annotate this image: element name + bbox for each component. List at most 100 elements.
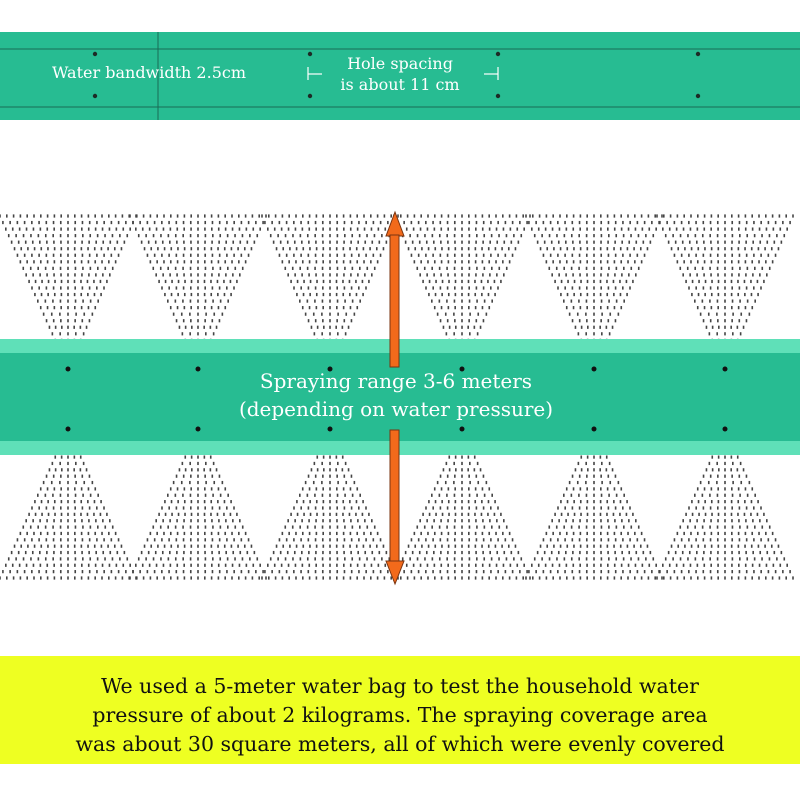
droplet [184,468,187,472]
droplet [699,312,702,316]
droplet [329,332,331,336]
droplet [400,576,402,580]
droplet [13,544,16,548]
droplet [716,525,719,529]
droplet [336,576,338,580]
droplet [425,240,428,244]
droplet [87,500,89,504]
droplet [211,550,213,555]
droplet [329,550,331,555]
droplet [373,234,376,238]
droplet [744,576,747,580]
hole-dot [459,426,465,432]
droplet [614,286,617,290]
droplet [468,234,471,238]
droplet [295,576,297,580]
droplet [753,538,755,542]
droplet [535,570,537,574]
droplet [54,468,57,472]
droplet [101,531,103,536]
droplet [744,214,747,218]
droplet [167,299,169,303]
droplet [673,570,676,574]
droplet [439,253,442,257]
droplet [190,544,193,548]
droplet [288,260,290,264]
droplet [717,273,719,277]
droplet [461,220,463,225]
droplet [515,214,518,218]
droplet [167,234,170,238]
droplet [103,538,105,542]
droplet [10,550,13,555]
droplet [730,325,732,329]
droplet [239,273,241,277]
droplet [710,306,713,310]
droplet [613,487,616,491]
droplet [731,253,734,257]
droplet [593,570,595,574]
droplet [468,286,470,290]
droplet [212,525,214,529]
droplet [176,576,179,580]
droplet [626,292,628,297]
droplet [744,563,747,567]
droplet [482,550,484,555]
droplet [81,227,83,231]
droplet [190,260,192,264]
droplet [240,253,243,257]
droplet [244,531,247,536]
droplet [662,227,664,231]
droplet [440,260,443,264]
droplet [403,220,405,225]
droplet [120,544,123,548]
droplet [67,480,69,485]
droplet [777,247,780,251]
droplet [238,576,240,580]
droplet [379,220,382,225]
droplet [210,260,213,264]
droplet [586,240,588,244]
droplet [295,260,297,264]
droplet [403,570,405,574]
droplet [190,563,192,567]
droplet [481,247,483,251]
droplet [599,544,602,548]
droplet [613,260,616,264]
droplet [147,240,150,244]
droplet [586,500,589,504]
droplet [645,234,647,238]
droplet [767,570,770,574]
droplet [474,500,477,504]
droplet [740,312,743,316]
droplet [731,273,733,277]
droplet [709,570,712,574]
droplet [289,247,291,251]
droplet [365,570,367,574]
droplet [273,563,276,567]
droplet [342,292,345,297]
droplet [730,468,732,472]
droplet [468,266,471,270]
droplet [418,240,421,244]
droplet [607,563,609,567]
droplet [178,325,181,329]
droplet [703,487,706,491]
droplet [23,253,26,257]
droplet [691,500,693,504]
droplet [60,506,62,510]
droplet [88,273,90,277]
droplet [170,292,173,297]
droplet [296,292,298,297]
droplet [344,332,347,336]
droplet [52,538,55,542]
droplet [413,214,416,218]
droplet [658,220,660,225]
droplet [82,266,84,270]
droplet [481,260,484,264]
droplet [73,468,75,472]
droplet [474,260,477,264]
droplet [412,563,415,567]
droplet [336,570,339,574]
droplet [268,214,270,218]
